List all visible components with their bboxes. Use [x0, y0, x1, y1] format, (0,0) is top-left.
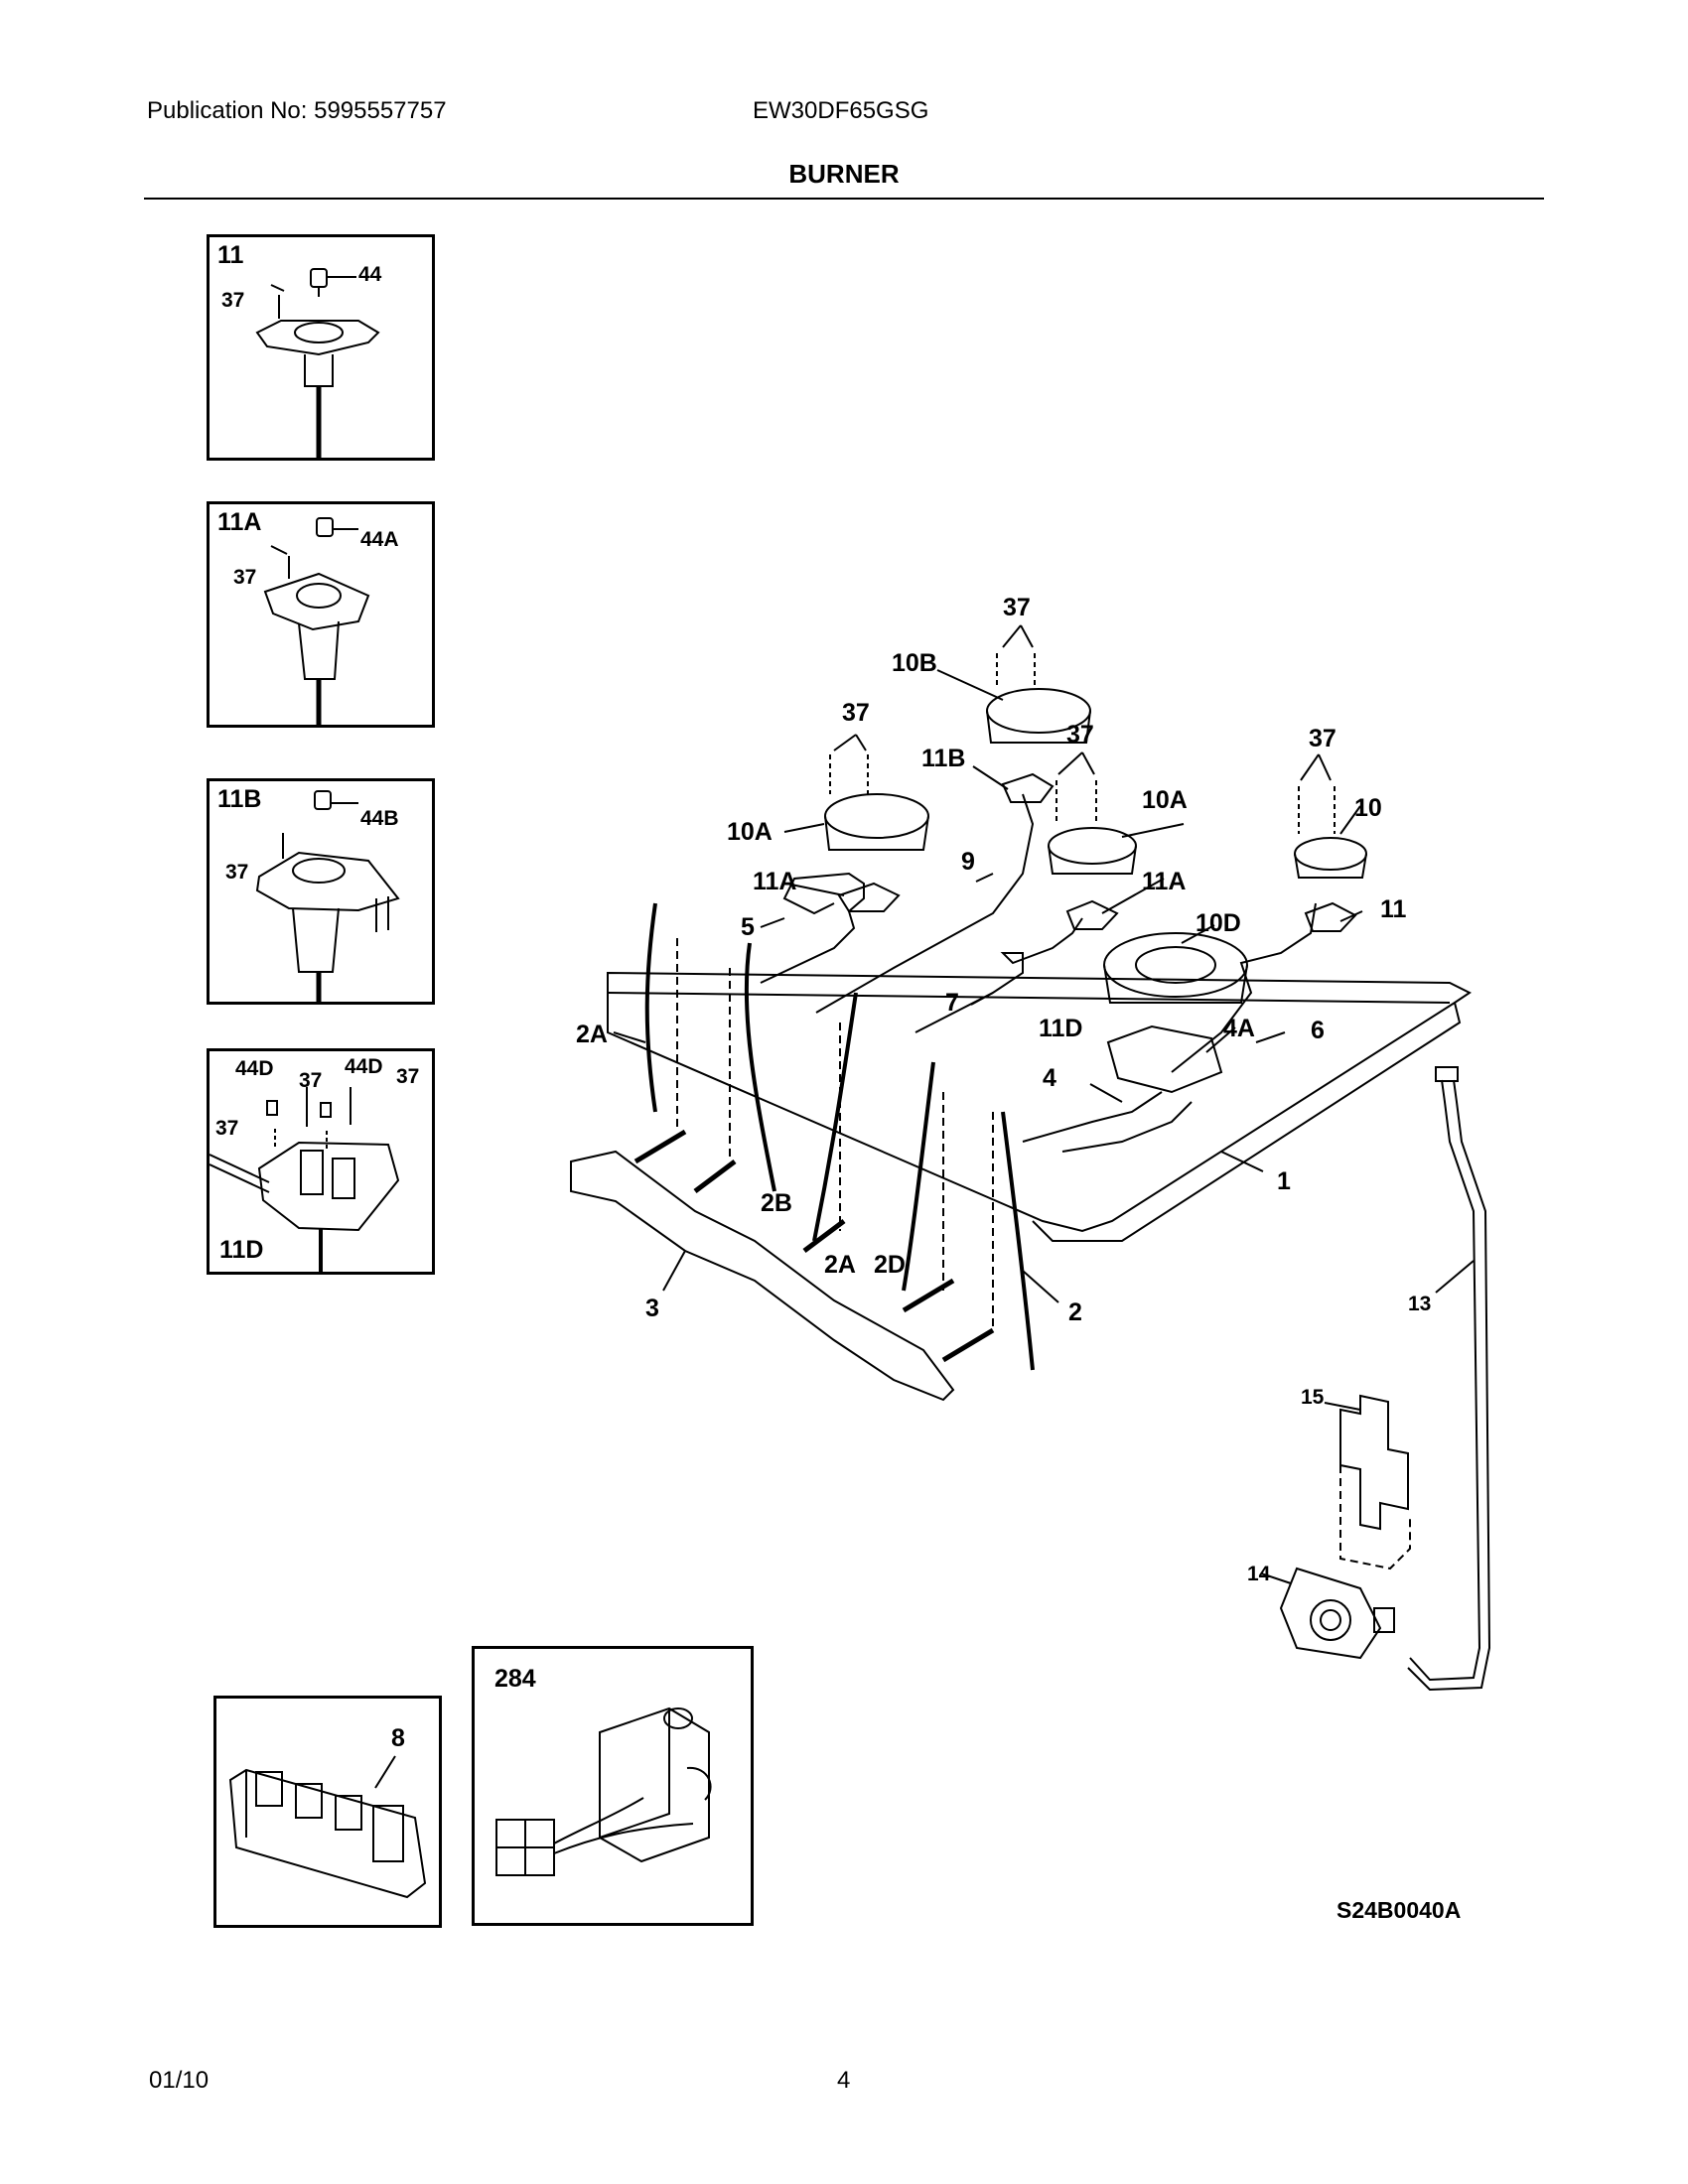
- callout-9: 9: [961, 848, 975, 876]
- diagram-linework: [570, 624, 1491, 1692]
- callout-4a: 4A: [1223, 1015, 1255, 1042]
- callout-44d: 44D: [345, 1055, 383, 1078]
- callout-37: 37: [215, 1117, 239, 1140]
- callout-14: 14: [1247, 1563, 1271, 1585]
- callout-3: 3: [645, 1295, 659, 1322]
- header-divider: [144, 198, 1544, 200]
- model-number: EW30DF65GSG: [753, 97, 929, 124]
- inset-box-11b: 11B 44B 37: [207, 778, 435, 1005]
- callout-2a: 2A: [576, 1021, 608, 1048]
- callout-11d: 11D: [1039, 1015, 1082, 1042]
- callout-37: 37: [233, 566, 257, 589]
- valve-assembly-drawing: [495, 1706, 712, 1876]
- callout-44d: 44D: [235, 1057, 274, 1080]
- page-title: BURNER: [788, 159, 900, 189]
- inset-box-11: 11 44 37: [207, 234, 435, 461]
- callout-10a: 10A: [1142, 786, 1188, 814]
- callout-2: 2: [1068, 1298, 1082, 1326]
- inset-box-284: 284: [472, 1646, 754, 1926]
- inset-box-11a: 11A 44A 37: [207, 501, 435, 728]
- callout-7: 7: [945, 989, 959, 1017]
- callout-37: 37: [396, 1065, 420, 1088]
- callout-37: 37: [1003, 594, 1031, 621]
- callout-15: 15: [1301, 1386, 1325, 1409]
- callout-4: 4: [1043, 1064, 1056, 1092]
- callout-37: 37: [1066, 721, 1094, 749]
- diagram-code: S24B0040A: [1336, 1897, 1462, 1923]
- callout-1: 1: [1277, 1167, 1291, 1195]
- callout-10b: 10B: [892, 649, 937, 677]
- footer-date: 01/10: [149, 2067, 210, 2094]
- inset-box-11d: 44D 37 44D 37 37 11D: [207, 1048, 435, 1275]
- callout-44a: 44A: [360, 528, 399, 551]
- callout-37: 37: [1309, 725, 1336, 752]
- callout-44b: 44B: [360, 807, 399, 830]
- callout-10d: 10D: [1196, 909, 1241, 937]
- burner-base-11d-drawing: [210, 1087, 400, 1272]
- callout-11a: 11A: [1142, 868, 1186, 895]
- callout-2b: 2B: [761, 1189, 792, 1217]
- page-number: 4: [837, 2067, 851, 2094]
- callout-2a: 2A: [824, 1251, 856, 1279]
- callout-11b: 11B: [921, 745, 965, 772]
- callout-44: 44: [358, 263, 382, 286]
- burner-base-11a-drawing: [263, 517, 370, 725]
- callout-37: 37: [221, 289, 245, 312]
- inset-title-11b: 11B: [217, 785, 262, 813]
- callout-37: 37: [299, 1069, 323, 1092]
- spark-module-drawing: [228, 1755, 427, 1899]
- callout-13: 13: [1408, 1293, 1431, 1315]
- inset-title-8: 8: [391, 1724, 405, 1752]
- callout-11: 11: [1380, 895, 1407, 923]
- inset-title-11: 11: [217, 241, 244, 269]
- inset-title-11a: 11A: [217, 508, 262, 536]
- diagram-callouts: 37 10B 37 37 37 11B 10A 10 10A 9 11A 11A…: [576, 594, 1431, 1585]
- callout-2d: 2D: [874, 1251, 906, 1279]
- callout-6: 6: [1311, 1017, 1325, 1044]
- inset-title-284: 284: [494, 1665, 536, 1693]
- burner-base-11b-drawing: [255, 790, 400, 1002]
- callout-10a: 10A: [727, 818, 773, 846]
- callout-11a: 11A: [753, 868, 796, 895]
- publication-number: Publication No: 5995557757: [147, 97, 447, 124]
- inset-box-8: 8: [213, 1696, 442, 1928]
- burner-base-11-drawing: [255, 268, 380, 458]
- callout-37: 37: [225, 861, 249, 884]
- inset-title-11d: 11D: [219, 1236, 264, 1264]
- callout-5: 5: [741, 913, 755, 941]
- callout-10: 10: [1354, 794, 1382, 822]
- callout-37: 37: [842, 699, 870, 727]
